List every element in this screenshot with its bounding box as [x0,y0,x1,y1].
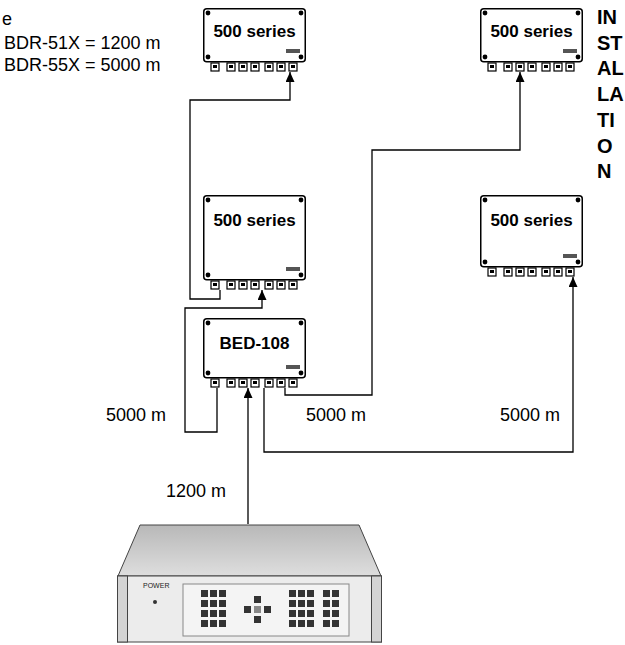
rack-unit: POWER [117,524,382,643]
box-outline [203,195,306,290]
cable-length: 5000 m [500,404,560,426]
cable-length: 5000 m [106,404,166,426]
fragment-text: e [2,8,12,30]
device-box: 500 series [480,8,583,72]
device-box: 500 series [203,8,306,72]
device-box: 500 series [203,195,306,290]
panel-label: POWER [143,582,169,589]
box-label: 500 series [480,22,583,42]
cable-length: 5000 m [306,404,366,426]
device-box: BED-108 [203,318,306,388]
cable-length: 1200 m [166,480,226,502]
box-label: 500 series [203,22,306,42]
cable-connector [264,277,573,452]
cable-length: BDR-51X = 1200 m BDR-55X = 5000 m [4,32,172,76]
box-label: 500 series [203,211,306,231]
cable-connector [247,388,248,524]
device-box: 500 series [480,195,583,277]
page-title: IN ST AL LA TI O N [597,5,625,185]
box-outline [480,195,583,277]
box-label: 500 series [480,211,583,231]
box-label: BED-108 [203,334,306,354]
